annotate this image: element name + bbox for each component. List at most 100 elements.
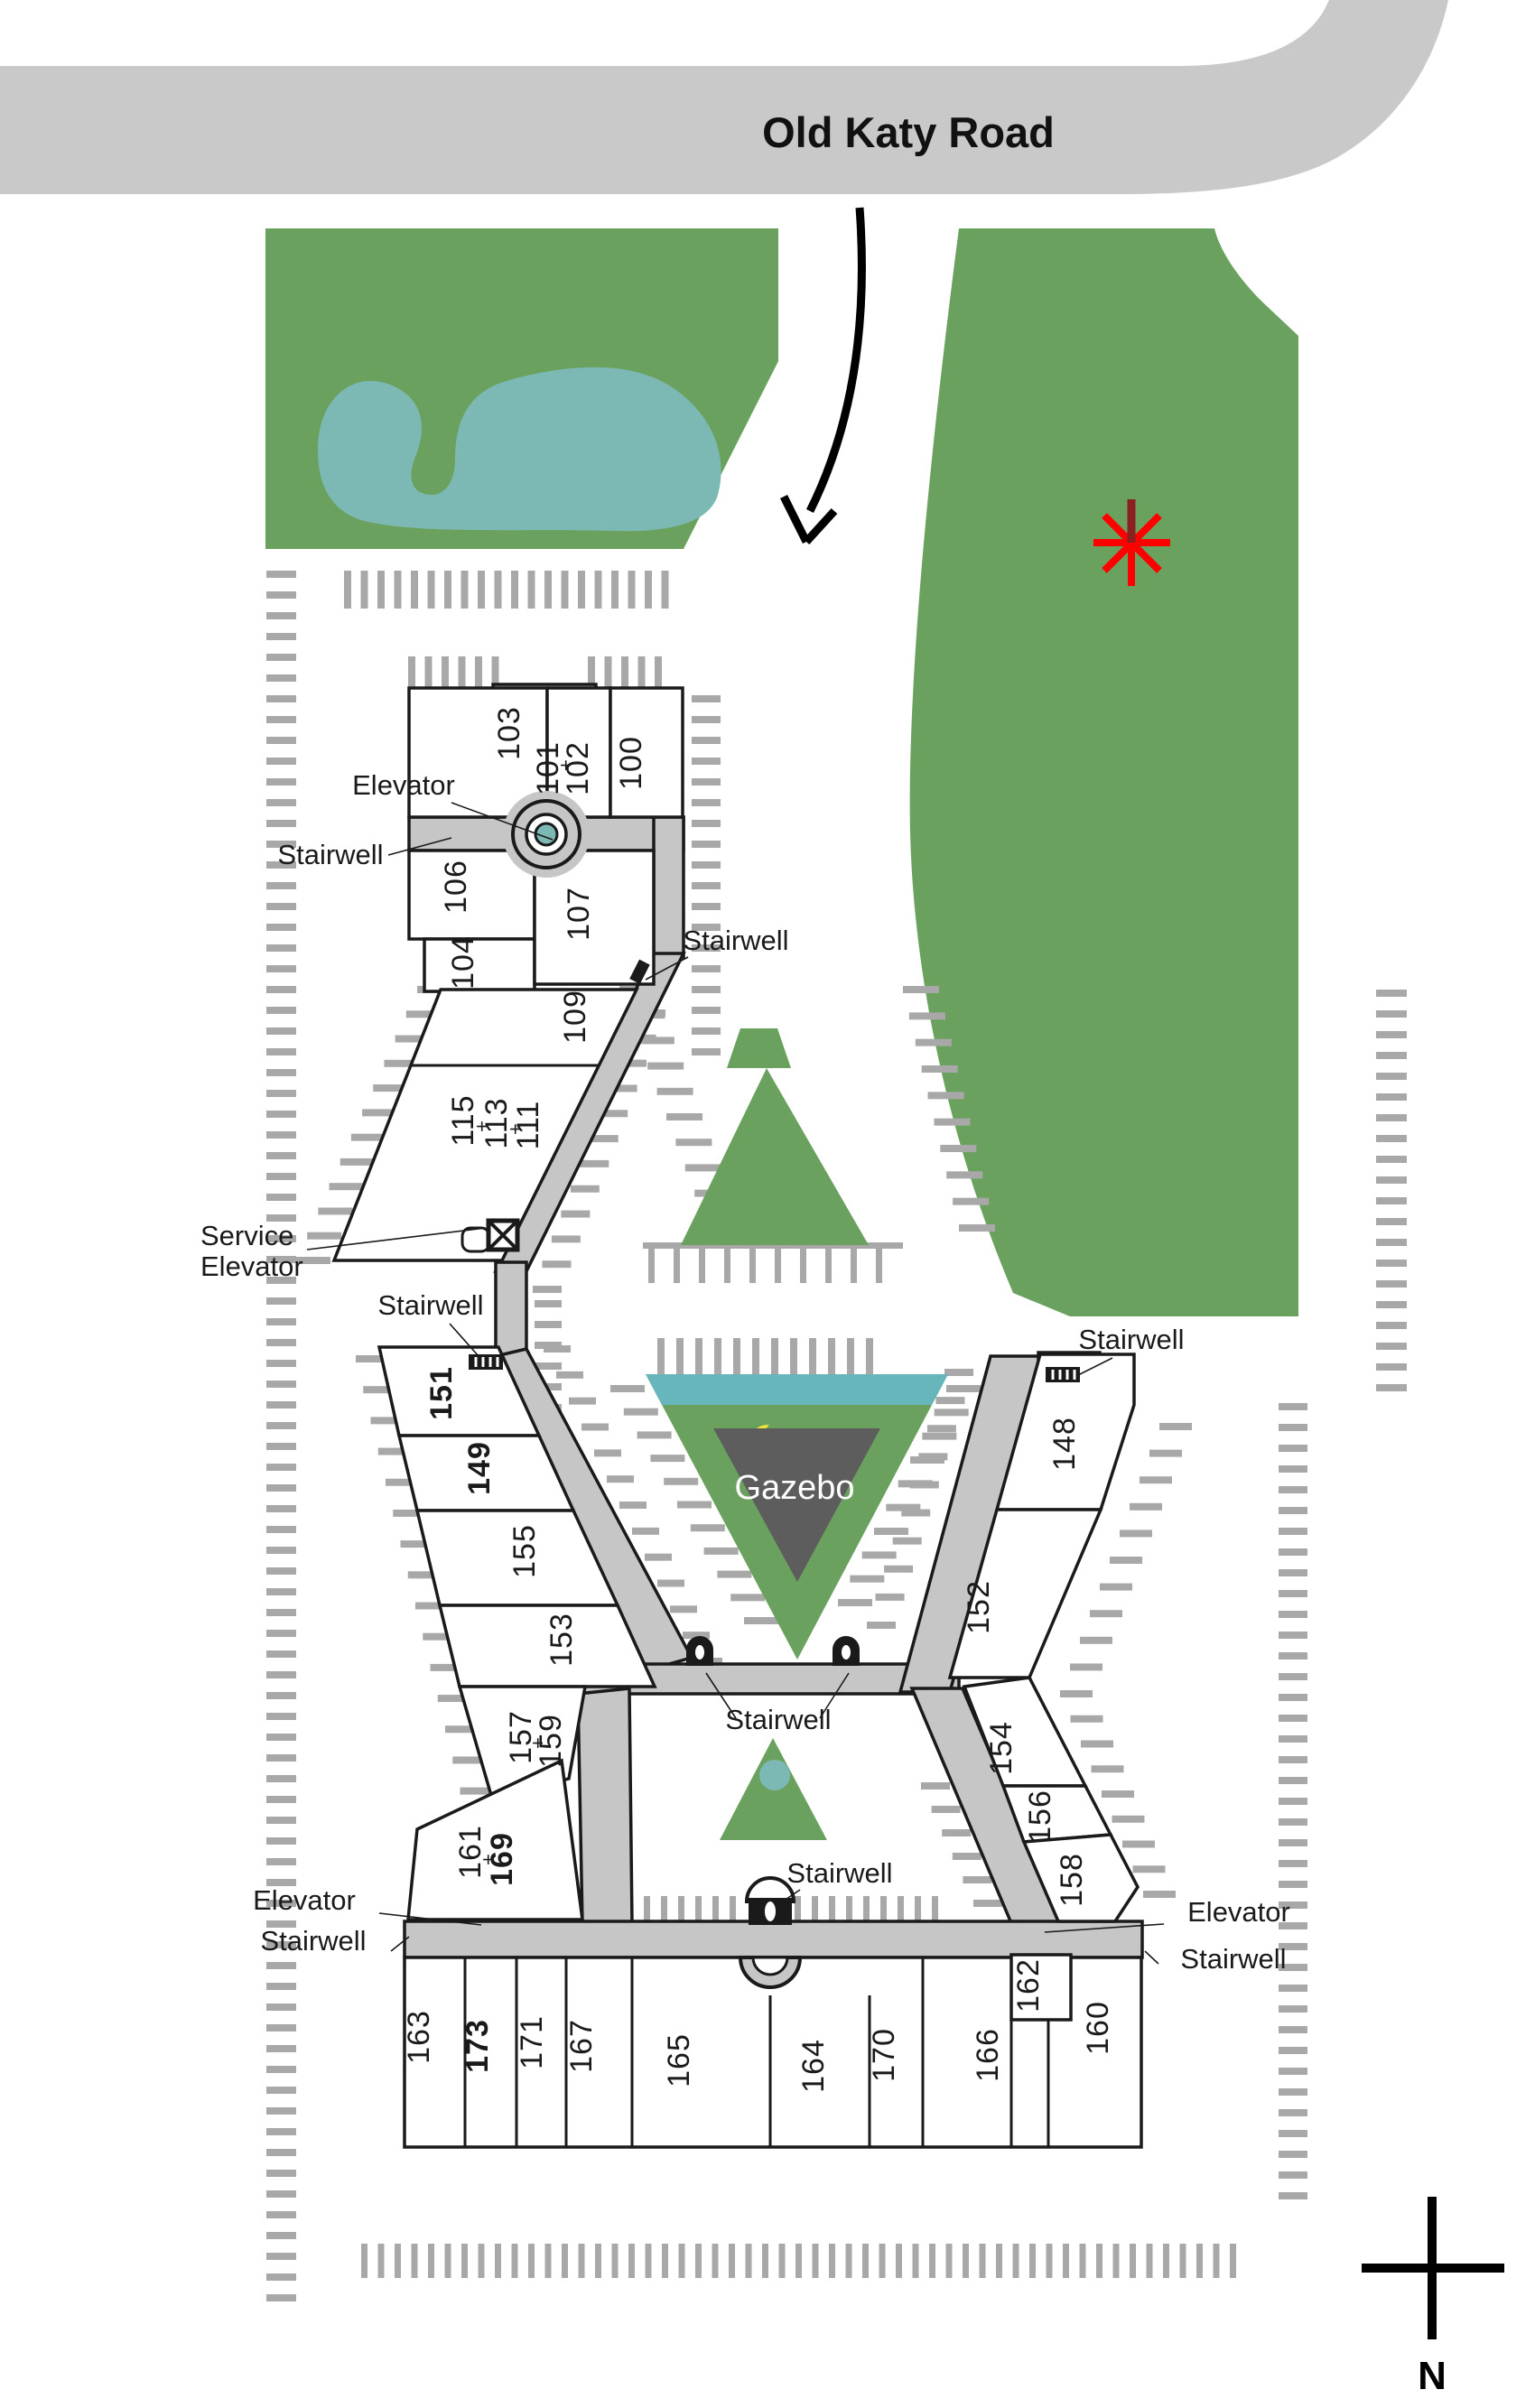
parking-stall (1279, 2109, 1307, 2116)
annotations-layer: ElevatorStairwellStairwellServiceElevato… (200, 769, 1290, 1975)
parking-stall (692, 695, 721, 702)
parking-stall (386, 1478, 418, 1486)
parking-stall (424, 656, 433, 689)
parking-stall (266, 1858, 296, 1865)
parking-stall (661, 1896, 667, 1926)
parking-stall (458, 656, 466, 689)
parking-stall (745, 2244, 752, 2278)
parking-stall (442, 656, 449, 689)
parking-stall (1279, 2171, 1307, 2179)
parking-stall (266, 1111, 296, 1118)
asterisk-marker (1093, 499, 1170, 586)
unit-label-157: 157 (504, 1710, 538, 1764)
parking-stall (695, 1338, 702, 1374)
parking-stall (535, 1362, 562, 1370)
unit-label-158: 158 (1055, 1853, 1089, 1907)
map-annotation-stairwell: Stairwell (786, 1857, 892, 1889)
parking-stall (1376, 1093, 1407, 1101)
parking-stall (544, 1345, 571, 1353)
parking-stall (875, 1593, 905, 1601)
parking-stall (610, 1385, 645, 1392)
parking-stall (266, 1464, 296, 1471)
unit-158 (1021, 1833, 1140, 1923)
parking-stall (1279, 2130, 1307, 2137)
parking-stall (266, 2024, 296, 2031)
entrance-arrow (779, 207, 866, 545)
unit-109-115 (331, 988, 639, 1262)
parking-stall (460, 571, 469, 609)
parking-stall (1376, 1156, 1407, 1163)
parking-stall (724, 1247, 730, 1283)
parking-stall (427, 571, 435, 609)
parking-stall (266, 1879, 296, 1886)
green-area-east (909, 228, 1298, 1316)
parking-stall (350, 1133, 386, 1141)
parking-stall (1279, 1839, 1307, 1846)
parking-stall (846, 1896, 852, 1926)
parking-stall (266, 1920, 296, 1928)
parking-stall (266, 1443, 296, 1450)
parking-stall (1279, 1548, 1307, 1556)
parking-stall (909, 1481, 939, 1489)
parking-stall (266, 1131, 296, 1139)
parking-stall (370, 1417, 404, 1425)
parking-stall (266, 2294, 296, 2301)
parking-stall (828, 1338, 835, 1374)
tree-top-park (727, 1028, 791, 1068)
parking-stall (775, 1247, 781, 1283)
leader-line (451, 802, 554, 841)
parking-stall (266, 1339, 296, 1346)
parking-stall (373, 1084, 408, 1092)
parking-stall (608, 1084, 637, 1092)
unit-label-106: 106 (439, 860, 473, 914)
parking-stall (377, 1447, 411, 1455)
parking-stall (1279, 2088, 1307, 2096)
parking-stall (632, 1527, 659, 1535)
parking-stall (1279, 1798, 1307, 1805)
courtyard-fountain (503, 791, 590, 878)
parking-stall (1279, 1652, 1307, 1660)
parking-stall (400, 1540, 433, 1548)
parking-stall (528, 2244, 535, 2278)
parking-stall (296, 1257, 330, 1264)
parking-stall (1279, 1860, 1307, 1867)
parking-stall (411, 571, 418, 609)
unit-label-155: 155 (507, 1524, 542, 1578)
parking-stall (1279, 1756, 1307, 1763)
parking-stall (926, 1425, 956, 1433)
parking-stall (621, 656, 628, 689)
parking-stall (692, 924, 721, 931)
parking-stall (1196, 2244, 1203, 2278)
parking-stall (1279, 1943, 1307, 1950)
parking-stall (266, 861, 296, 869)
parking-stall (1376, 990, 1407, 997)
parking-stall (863, 1896, 870, 1926)
parking-stall (611, 2244, 619, 2278)
parking-stall (266, 612, 296, 619)
parking-stall (266, 1734, 296, 1741)
parking-stall (637, 656, 646, 689)
parking-stall (884, 1565, 914, 1573)
parking-stall (1376, 1239, 1407, 1246)
parking-stall (266, 1588, 296, 1595)
parking-stall (445, 1725, 478, 1734)
parking-stall (266, 695, 296, 702)
parking-stall (1100, 1583, 1132, 1591)
leader-line (306, 1227, 487, 1250)
parking-stall (838, 1599, 872, 1606)
parking-stall (1376, 1343, 1407, 1350)
parking-stall (1376, 1176, 1407, 1184)
parking-stall (1376, 1031, 1407, 1038)
unit-label-170: 170 (867, 2028, 901, 2082)
alcove-bump (738, 1956, 803, 1989)
gazebo-park (646, 1374, 948, 1660)
parking-stall (886, 1503, 921, 1511)
parking-stall (544, 571, 552, 609)
parking-stall (266, 1235, 296, 1242)
parking-stall (915, 1896, 921, 1926)
parking-stall (266, 799, 296, 806)
parking-stall (266, 1422, 296, 1429)
parking-stall (1376, 1073, 1407, 1080)
unit-label-+: + (504, 1122, 526, 1135)
parking-stall (511, 2244, 518, 2278)
